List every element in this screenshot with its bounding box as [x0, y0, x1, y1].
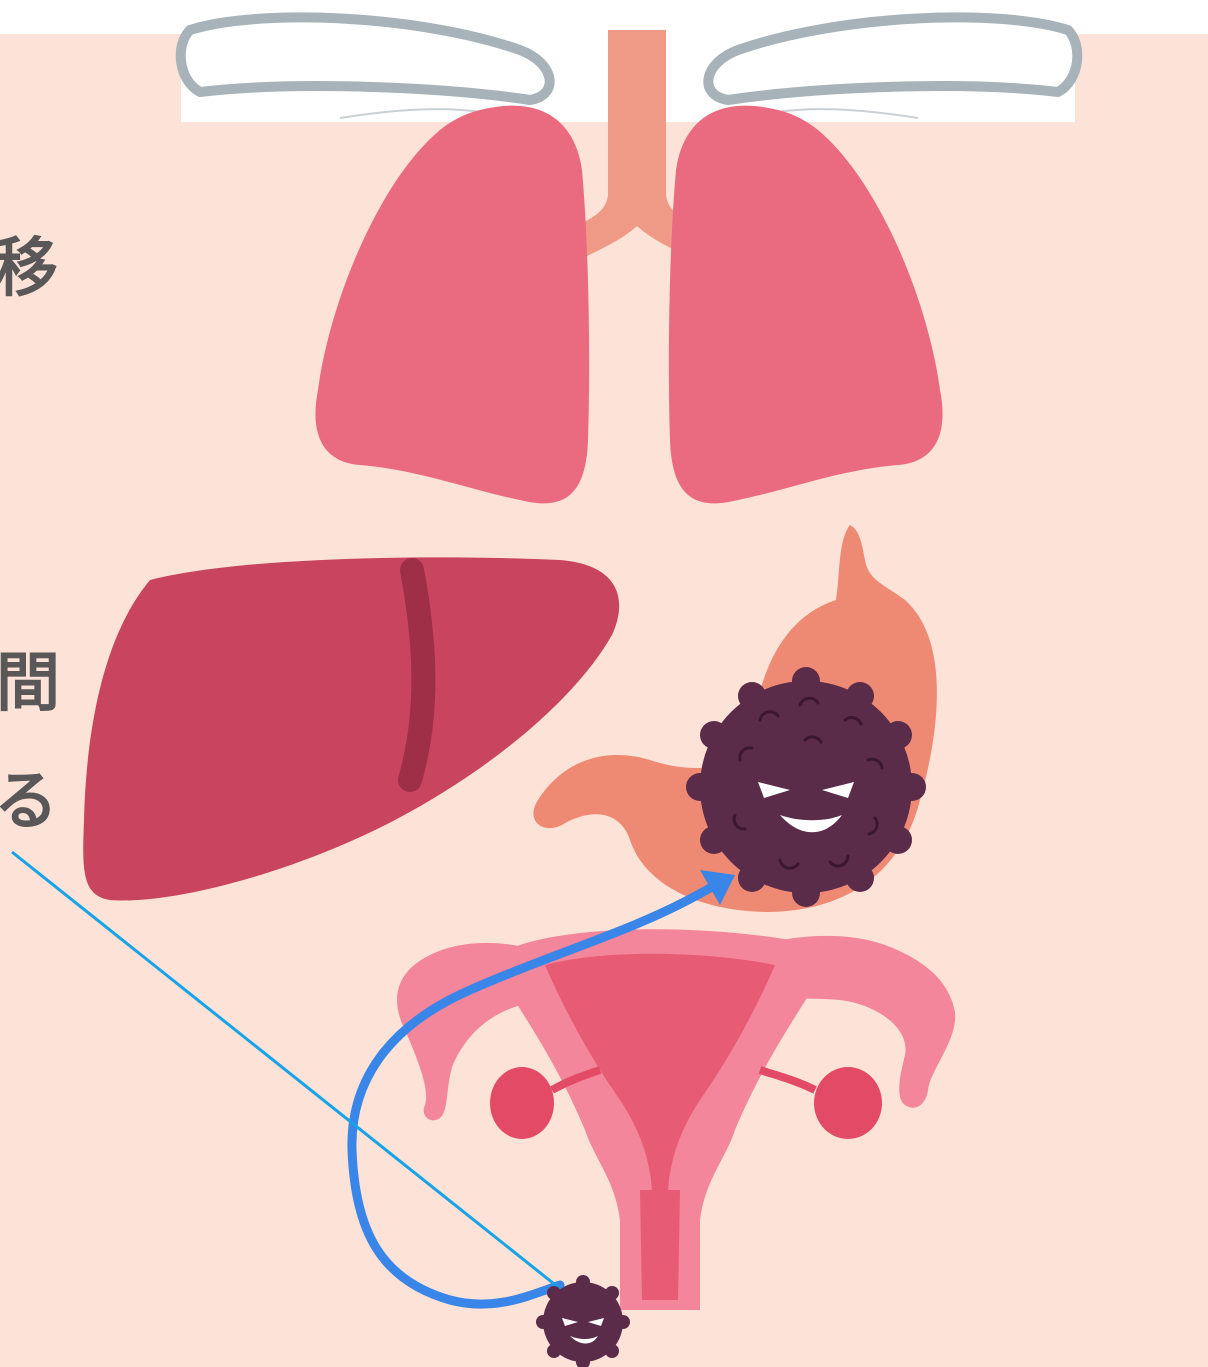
- small-cancer-cell-icon: [536, 1275, 630, 1367]
- liver-icon: [83, 557, 619, 900]
- leader-line: [12, 852, 578, 1303]
